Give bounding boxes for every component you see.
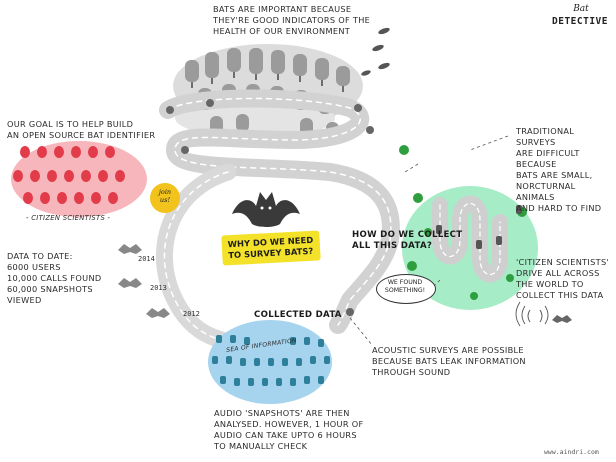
how-collect-label: HOW DO WE COLLECT ALL THIS DATA? bbox=[352, 230, 463, 251]
small-bat-icon bbox=[552, 315, 572, 323]
year-label: 2013 bbox=[150, 284, 167, 292]
data-to-date-text: DATA TO DATE: 6000 USERS 10,000 CALLS FO… bbox=[7, 251, 102, 305]
year-bats bbox=[118, 244, 170, 318]
join-us-bubble bbox=[150, 183, 180, 213]
sound-bat-icon bbox=[515, 301, 549, 327]
logo-detective-text: DETECTIVE bbox=[552, 16, 608, 27]
central-bat-icon bbox=[232, 192, 300, 227]
citizen-scientists-label: - CITIZEN SCIENTISTS - bbox=[26, 214, 111, 222]
flying-bats bbox=[361, 27, 390, 76]
year-label: 2012 bbox=[183, 310, 200, 318]
importance-text: BATS ARE IMPORTANT BECAUSE THEY'RE GOOD … bbox=[213, 4, 371, 36]
snapshots-analysis-text: AUDIO 'SNAPSHOTS' ARE THEN ANALYSED. HOW… bbox=[214, 408, 364, 451]
winding-road bbox=[155, 89, 400, 354]
acoustic-surveys-text: ACOUSTIC SURVEYS ARE POSSIBLE BECAUSE BA… bbox=[372, 345, 526, 377]
cars bbox=[166, 99, 374, 316]
citizen-scientists-group bbox=[11, 141, 147, 217]
logo-bat-text: Bat bbox=[573, 4, 589, 14]
goal-text: OUR GOAL IS TO HELP BUILD AN OPEN SOURCE… bbox=[7, 119, 156, 140]
join-us-text: join us! bbox=[158, 188, 172, 204]
found-something-text: WE FOUND SOMETHING! bbox=[384, 279, 426, 294]
traditional-surveys-text: TRADITIONAL SURVEYS ARE DIFFICULT BECAUS… bbox=[516, 126, 602, 213]
why-survey-label: WHY DO WE NEED TO SURVEY BATS? bbox=[221, 230, 321, 266]
sea-of-information bbox=[208, 320, 332, 404]
year-label: 2014 bbox=[138, 255, 155, 263]
citizen-drive-text: 'CITIZEN SCIENTISTS' DRIVE ALL ACROSS TH… bbox=[516, 257, 609, 300]
footer-url: www.aindri.com bbox=[544, 448, 599, 456]
tree-trunks bbox=[191, 72, 344, 92]
collected-data-label: COLLECTED DATA bbox=[254, 310, 342, 320]
found-something-bubble bbox=[376, 274, 436, 304]
